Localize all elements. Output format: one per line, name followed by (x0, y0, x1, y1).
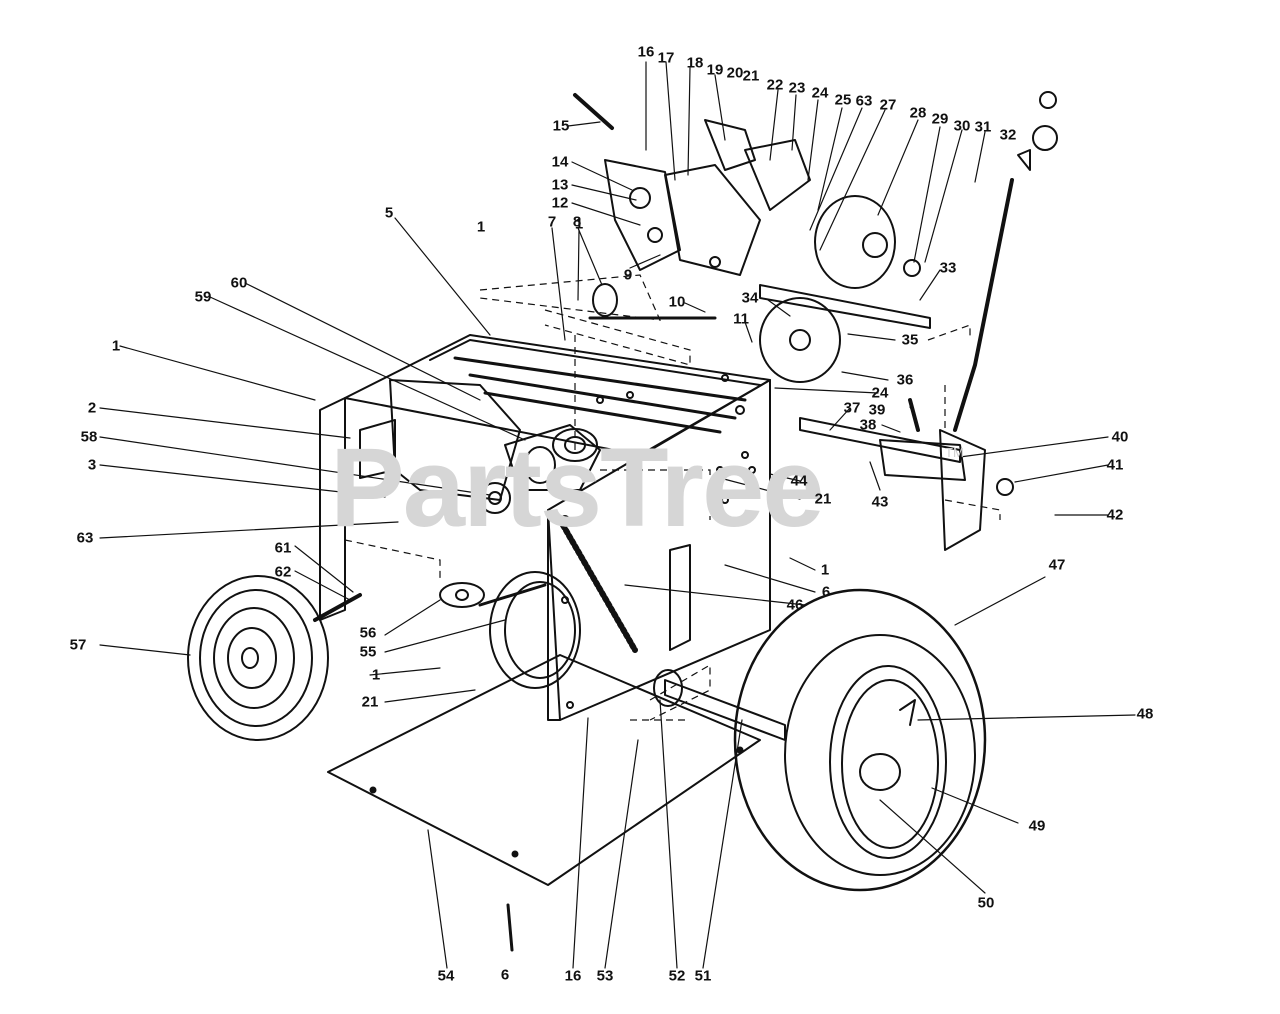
housing-right-panel (547, 379, 771, 721)
housing-left-side (319, 397, 346, 621)
bottom-plate (327, 654, 761, 886)
callout-label: 25 (834, 91, 852, 109)
callout-label: 60 (230, 274, 248, 292)
callout-label: 17 (657, 49, 675, 67)
callout-label: 37 (843, 399, 861, 417)
callout-label: 42 (1106, 506, 1124, 524)
callout-label: 39 (868, 401, 886, 419)
callout-label: 21 (742, 67, 760, 85)
callout-label: 31 (974, 118, 992, 136)
callout-label: 27 (879, 96, 897, 114)
callout-label: 1 (111, 337, 121, 355)
callout-label: 62 (274, 563, 292, 581)
callout-label: 21 (361, 693, 379, 711)
callout-label: 46 (786, 596, 804, 614)
callout-label: 6 (500, 966, 510, 984)
callout-label: 22 (766, 76, 784, 94)
callout-label: 6 (821, 583, 831, 601)
callout-label: 44 (790, 472, 808, 490)
callout-label: 55 (359, 643, 377, 661)
callout-label: 15 (552, 117, 570, 135)
callout-label: 30 (953, 117, 971, 135)
callout-label: 23 (788, 79, 806, 97)
callout-label: 14 (551, 153, 569, 171)
callout-label: 2 (87, 399, 97, 417)
callout-label: 1 (820, 561, 830, 579)
callout-label: 5 (384, 204, 394, 222)
callout-label: 1 (371, 666, 381, 684)
callout-label: 33 (939, 259, 957, 277)
callout-label: 54 (437, 967, 455, 985)
callout-label: 49 (1028, 817, 1046, 835)
callout-label: 11 (733, 310, 749, 328)
callout-label: 24 (811, 84, 829, 102)
callout-label: 29 (931, 110, 949, 128)
callout-label: 18 (686, 54, 704, 72)
callout-label: 3 (87, 456, 97, 474)
callout-label: 58 (80, 428, 98, 446)
callout-label: 51 (694, 967, 712, 985)
callout-label: 16 (564, 967, 582, 985)
callout-label: 38 (859, 416, 877, 434)
callout-label: 59 (194, 288, 212, 306)
callout-label: 13 (551, 176, 569, 194)
callout-label: 35 (901, 331, 919, 349)
callout-label: 48 (1136, 705, 1154, 723)
callout-label: 16 (637, 43, 655, 61)
callout-label: 12 (551, 194, 569, 212)
partstree-watermark: PartsTree (330, 425, 825, 550)
callout-label: 21 (814, 490, 832, 508)
callout-label: 10 (668, 293, 686, 311)
callout-label: 47 (1048, 556, 1066, 574)
housing-front-face (547, 509, 561, 721)
callout-label: 56 (359, 624, 377, 642)
callout-label: 63 (76, 529, 94, 547)
callout-label: 40 (1111, 428, 1129, 446)
callout-label: 57 (69, 636, 87, 654)
callout-label: 28 (909, 104, 927, 122)
callout-label: 53 (596, 967, 614, 985)
callout-label: 50 (977, 894, 995, 912)
callout-label: 52 (668, 967, 686, 985)
callout-label: 32 (999, 126, 1017, 144)
callout-label: 8 (572, 213, 582, 231)
callout-label: 36 (896, 371, 914, 389)
callout-label: 20 (726, 64, 744, 82)
callout-label: 63 (855, 92, 873, 110)
watermark-trademark: TM (945, 445, 964, 460)
callout-label: 9 (623, 266, 633, 284)
callout-label: 1 (574, 215, 584, 233)
callout-label: 1 (476, 218, 486, 236)
callout-label: 24 (871, 384, 889, 402)
callout-label: 43 (871, 493, 889, 511)
callout-label: 61 (274, 539, 292, 557)
callout-label: 7 (547, 213, 557, 231)
callout-label: 34 (741, 289, 759, 307)
callout-label: 41 (1106, 456, 1124, 474)
callout-label: 19 (706, 61, 724, 79)
